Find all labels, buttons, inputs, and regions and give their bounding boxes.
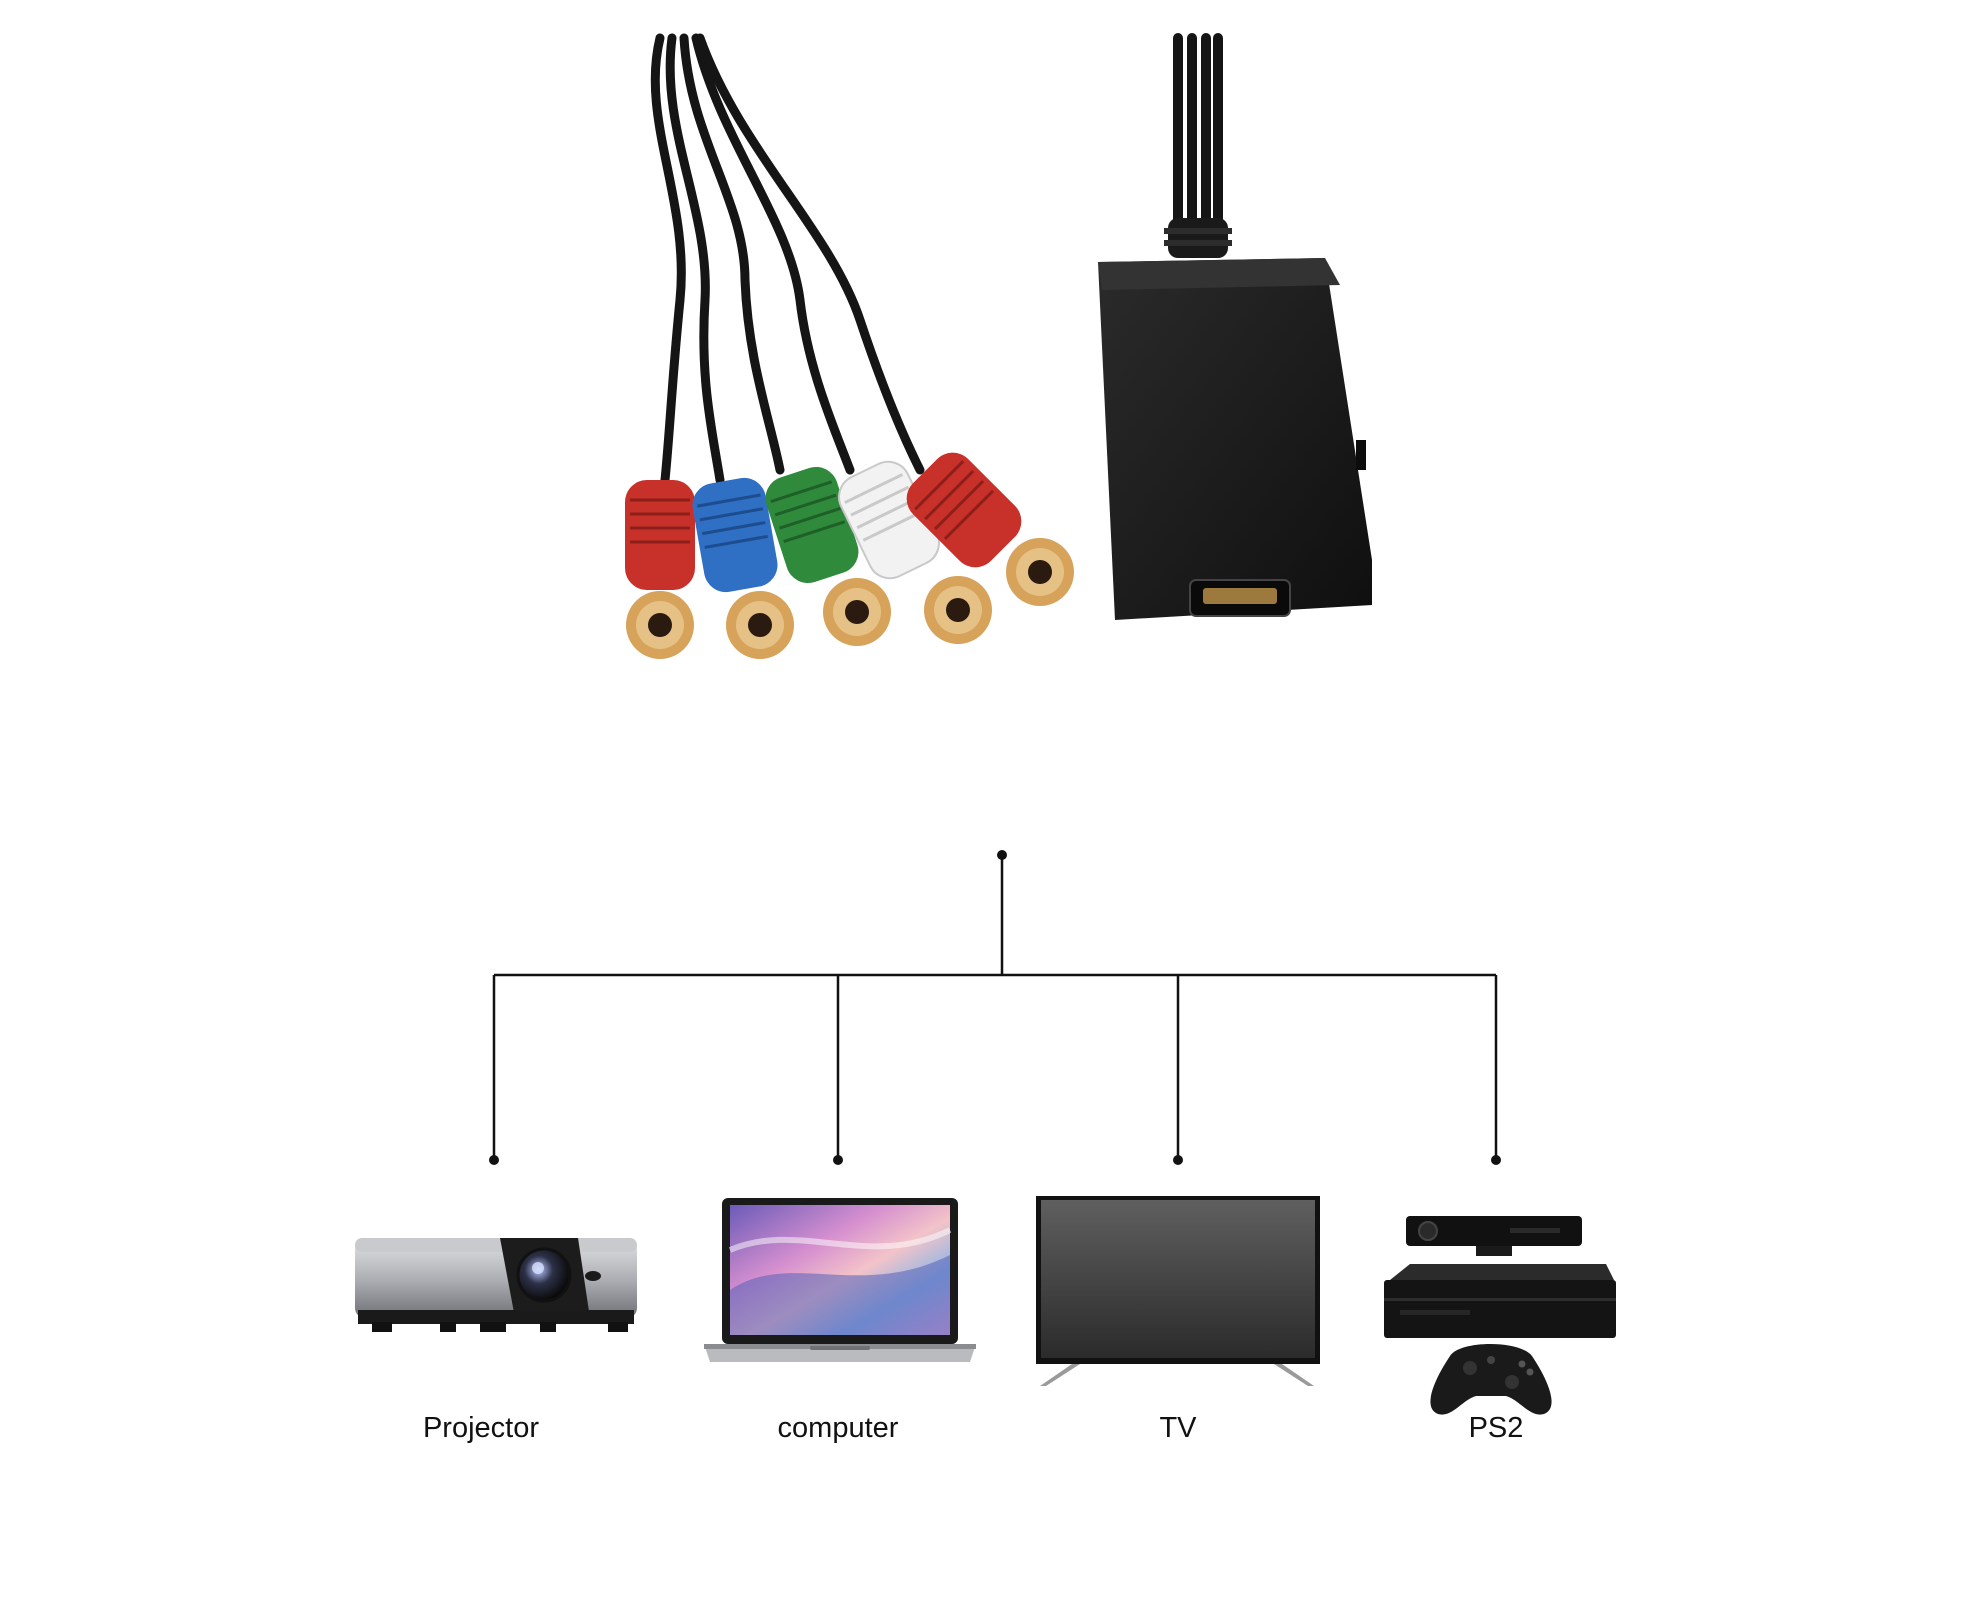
connector-dots bbox=[489, 850, 1501, 1165]
connector-tree bbox=[492, 855, 1498, 1160]
rca-plug-green bbox=[765, 466, 891, 646]
controller-icon bbox=[1430, 1344, 1552, 1415]
game-console-icon bbox=[1384, 1216, 1616, 1415]
device-label-projector: Projector bbox=[422, 1412, 540, 1444]
laptop-icon bbox=[704, 1198, 976, 1362]
adapter-box bbox=[1098, 258, 1372, 620]
hdmi-cable bbox=[1173, 33, 1223, 235]
tv-icon bbox=[1036, 1196, 1320, 1386]
cable-bundle bbox=[650, 33, 925, 485]
rca-plug-red-1 bbox=[625, 480, 695, 659]
strain-relief bbox=[1164, 218, 1232, 258]
component-to-hdmi-adapter-icon bbox=[625, 33, 1372, 659]
rca-plug-red-2 bbox=[906, 452, 1074, 606]
dot-tv bbox=[1173, 1155, 1183, 1165]
device-label-tv: TV bbox=[1159, 1412, 1197, 1444]
trunk-dot bbox=[997, 850, 1007, 860]
device-label-computer: computer bbox=[777, 1412, 899, 1444]
rca-plug-blue bbox=[692, 477, 794, 659]
dot-projector bbox=[489, 1155, 499, 1165]
hdmi-port-icon bbox=[1189, 579, 1291, 617]
device-label-ps2: PS2 bbox=[1468, 1412, 1524, 1444]
dot-ps2 bbox=[1491, 1155, 1501, 1165]
projector-icon bbox=[355, 1238, 637, 1332]
dot-computer bbox=[833, 1155, 843, 1165]
